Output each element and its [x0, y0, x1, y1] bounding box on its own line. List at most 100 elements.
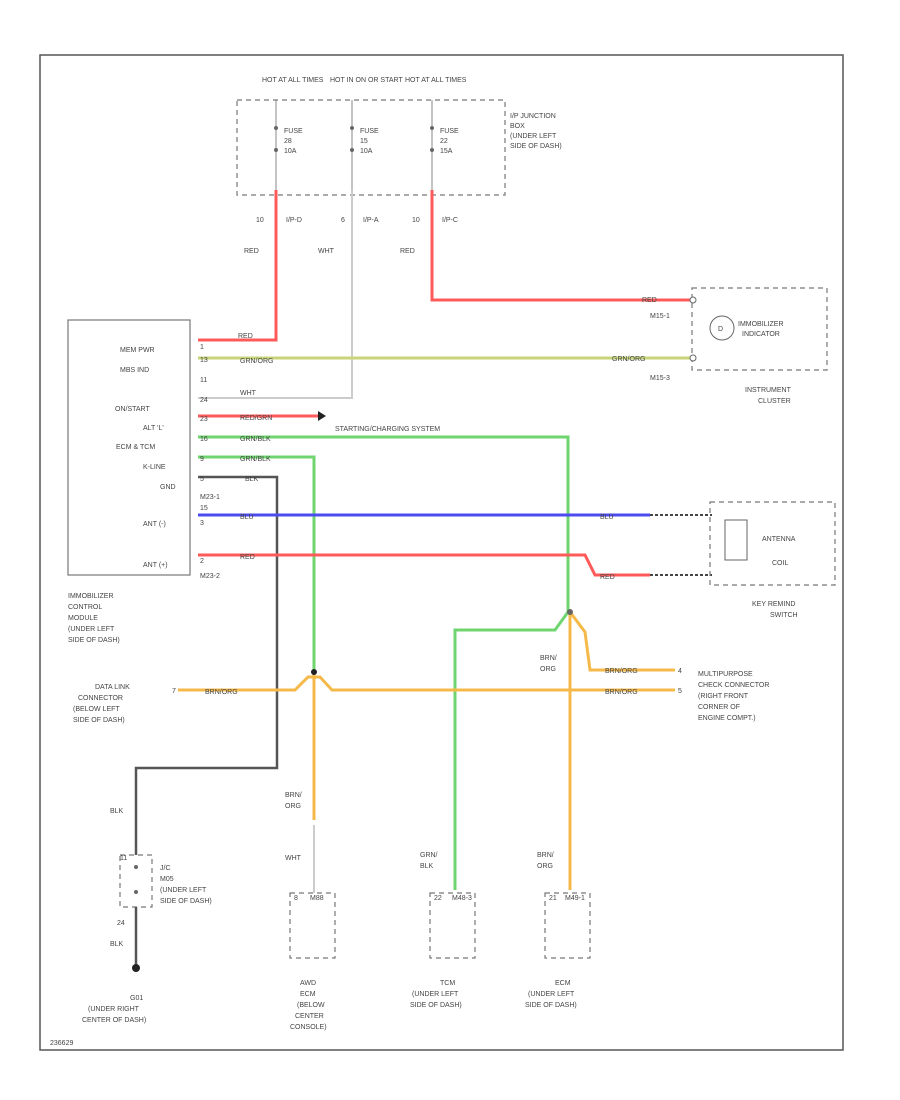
svg-text:BRN/: BRN/: [540, 655, 557, 662]
antenna-coil-icon: [724, 519, 748, 561]
wire-grn-blk-ecm-tcm: [198, 435, 570, 890]
hot-label-1: HOT AT ALL TIMES: [262, 77, 324, 84]
svg-text:SIDE OF DASH): SIDE OF DASH): [525, 1002, 577, 1009]
svg-text:GRN/: GRN/: [420, 852, 438, 859]
instrument-cluster: D IMMOBILIZER INDICATOR INSTRUMENT CLUST…: [689, 287, 828, 405]
svg-text:GRN/BLK: GRN/BLK: [240, 436, 271, 443]
svg-text:RED/GRN: RED/GRN: [240, 415, 272, 422]
svg-text:RED: RED: [238, 333, 253, 340]
svg-text:15: 15: [360, 138, 368, 145]
key-remind-switch: ANTENNA COIL KEY REMIND SWITCH: [709, 501, 836, 619]
footer-code: 236629: [50, 1040, 73, 1047]
svg-text:ORG: ORG: [540, 666, 556, 673]
svg-text:2: 2: [200, 558, 204, 565]
svg-text:BRN/ORG: BRN/ORG: [605, 689, 638, 696]
svg-text:SWITCH: SWITCH: [770, 612, 798, 619]
tcm: GRN/ BLK 22 M48-3 TCM (UNDER LEFT SIDE O…: [410, 852, 476, 1009]
svg-text:INSTRUMENT: INSTRUMENT: [745, 387, 792, 394]
pin-ant-neg: ANT (-): [143, 521, 166, 528]
pin-gnd: GND: [160, 484, 176, 491]
wire-label-red-1: RED: [244, 248, 259, 255]
pin-mem-pwr: MEM PWR: [120, 347, 155, 354]
ground-icon: [132, 964, 140, 972]
fuse-22: FUSE 22 15A: [430, 100, 459, 190]
svg-text:SIDE OF DASH): SIDE OF DASH): [510, 143, 562, 150]
wire-label-red-2: RED: [400, 248, 415, 255]
starting-charging-label: STARTING/CHARGING SYSTEM: [335, 426, 440, 433]
svg-text:FUSE: FUSE: [360, 128, 379, 135]
pin-ecm-tcm: ECM & TCM: [116, 444, 155, 451]
svg-text:7: 7: [172, 688, 176, 695]
fuse-15: FUSE 15 10A: [350, 100, 379, 190]
awd-ecm: BRN/ ORG WHT 8 M88 AWD ECM (BELOW CENTER…: [285, 792, 336, 1031]
svg-text:11: 11: [200, 377, 207, 384]
svg-text:M05: M05: [160, 876, 174, 883]
svg-text:COIL: COIL: [772, 560, 788, 567]
svg-text:BRN/ORG: BRN/ORG: [605, 668, 638, 675]
svg-text:BRN/: BRN/: [537, 852, 554, 859]
svg-text:(RIGHT FRONT: (RIGHT FRONT: [698, 693, 749, 700]
pin-ant-pos: ANT (+): [143, 562, 168, 569]
svg-text:SIDE OF DASH): SIDE OF DASH): [73, 717, 125, 724]
svg-text:RED: RED: [600, 574, 615, 581]
svg-text:ANTENNA: ANTENNA: [762, 536, 796, 543]
svg-text:I/P JUNCTION: I/P JUNCTION: [510, 113, 556, 120]
conn-m23-2: M23-2: [200, 573, 220, 580]
svg-text:IMMOBILIZER: IMMOBILIZER: [68, 593, 114, 600]
svg-text:ORG: ORG: [537, 863, 553, 870]
svg-text:(UNDER LEFT: (UNDER LEFT: [510, 133, 557, 140]
svg-text:BRN/ORG: BRN/ORG: [205, 689, 238, 696]
pin-mbs-ind: MBS IND: [120, 367, 149, 374]
conn-m23-1: M23-1: [200, 494, 220, 501]
svg-text:CONNECTOR: CONNECTOR: [78, 695, 123, 702]
svg-text:15: 15: [200, 505, 208, 512]
svg-text:10A: 10A: [284, 148, 297, 155]
wire-red-mem-pwr: [198, 190, 278, 342]
svg-text:M88: M88: [310, 895, 324, 902]
wire-red-ant-pos: [198, 553, 650, 577]
svg-text:FUSE: FUSE: [440, 128, 459, 135]
indicator-lamp-icon: [709, 315, 735, 341]
wire-red-cluster: [430, 190, 690, 302]
svg-text:22: 22: [440, 138, 448, 145]
svg-text:RED: RED: [240, 554, 255, 561]
svg-text:16: 16: [200, 436, 208, 443]
svg-text:GRN/BLK: GRN/BLK: [240, 456, 271, 463]
svg-text:(BELOW: (BELOW: [297, 1002, 325, 1009]
pin-10-a: 10: [256, 217, 264, 224]
svg-text:5: 5: [678, 688, 682, 695]
svg-text:TCM: TCM: [440, 980, 455, 987]
svg-text:MODULE: MODULE: [68, 615, 98, 622]
svg-text:ECM: ECM: [555, 980, 571, 987]
svg-text:24: 24: [117, 920, 125, 927]
svg-text:BOX: BOX: [510, 123, 525, 130]
svg-text:BLK: BLK: [110, 808, 124, 815]
svg-text:ECM: ECM: [300, 991, 316, 998]
svg-text:(UNDER LEFT: (UNDER LEFT: [68, 626, 115, 633]
arrow-starting: [318, 411, 326, 421]
svg-text:BLU: BLU: [240, 514, 254, 521]
hot-label-3: HOT AT ALL TIMES: [405, 77, 467, 84]
svg-text:CORNER OF: CORNER OF: [698, 704, 740, 711]
svg-text:RED: RED: [642, 297, 657, 304]
svg-text:1: 1: [200, 344, 204, 351]
wire-brn-org-dlc: [178, 675, 675, 692]
pin-on-start: ON/START: [115, 406, 150, 413]
svg-text:CONTROL: CONTROL: [68, 604, 102, 611]
svg-text:CONSOLE): CONSOLE): [290, 1024, 327, 1031]
svg-text:SIDE OF DASH): SIDE OF DASH): [160, 898, 212, 905]
svg-text:M49-1: M49-1: [565, 895, 585, 902]
ground-junction: BLK 11 24 J/C M05 (UNDER LEFT SIDE OF DA…: [82, 808, 212, 1024]
svg-text:BLK: BLK: [110, 941, 124, 948]
svg-text:CHECK CONNECTOR: CHECK CONNECTOR: [698, 682, 769, 689]
svg-text:G01: G01: [130, 995, 143, 1002]
ip-junction-box: HOT AT ALL TIMES HOT IN ON OR START HOT …: [236, 77, 562, 196]
pin-k-line: K-LINE: [143, 464, 166, 471]
svg-text:10A: 10A: [360, 148, 373, 155]
svg-text:9: 9: [200, 456, 204, 463]
svg-text:GRN/ORG: GRN/ORG: [612, 356, 645, 363]
svg-text:SIDE OF DASH): SIDE OF DASH): [410, 1002, 462, 1009]
svg-text:21: 21: [549, 895, 557, 902]
wire-blk-gnd: [134, 475, 279, 855]
conn-ip-a: I/P-A: [363, 217, 379, 224]
